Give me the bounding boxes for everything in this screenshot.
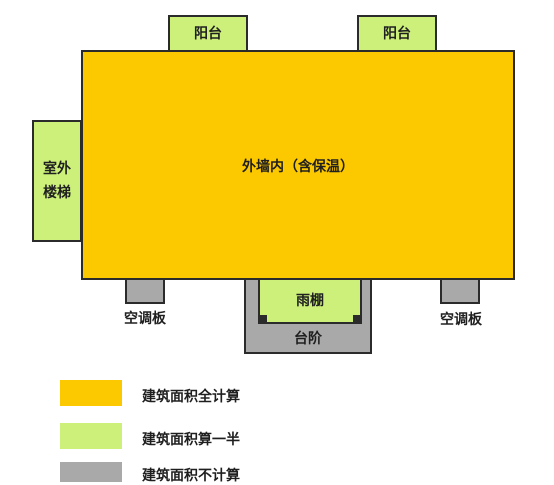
canopy-post-right bbox=[353, 315, 360, 322]
ac-slab-right bbox=[440, 278, 480, 304]
main-building: 外墙内（含保温） bbox=[81, 50, 515, 280]
main-building-label: 外墙内（含保温） bbox=[242, 159, 354, 175]
canopy-label: 雨棚 bbox=[296, 293, 324, 309]
ac-slab-left-label: 空调板 bbox=[124, 311, 166, 327]
ac-slab-left bbox=[125, 278, 165, 304]
legend-swatch-none bbox=[60, 462, 122, 482]
stair-label-line2: 楼梯 bbox=[43, 185, 71, 201]
stair-label-line1: 室外 bbox=[43, 161, 71, 177]
legend-label-none: 建筑面积不计算 bbox=[142, 468, 240, 484]
legend-swatch-full bbox=[60, 380, 122, 406]
steps-label: 台阶 bbox=[294, 331, 322, 347]
legend-label-full: 建筑面积全计算 bbox=[142, 389, 240, 405]
balcony-left-label: 阳台 bbox=[194, 26, 222, 42]
balcony-left: 阳台 bbox=[168, 15, 248, 53]
canopy: 雨棚 bbox=[258, 278, 362, 324]
canopy-post-left bbox=[260, 315, 267, 322]
ac-slab-right-label: 空调板 bbox=[440, 312, 482, 328]
balcony-right-label: 阳台 bbox=[383, 26, 411, 42]
legend-swatch-half bbox=[60, 423, 122, 449]
balcony-right: 阳台 bbox=[357, 15, 437, 53]
outdoor-stair: 室外 楼梯 bbox=[32, 120, 82, 242]
legend-label-half: 建筑面积算一半 bbox=[142, 432, 240, 448]
